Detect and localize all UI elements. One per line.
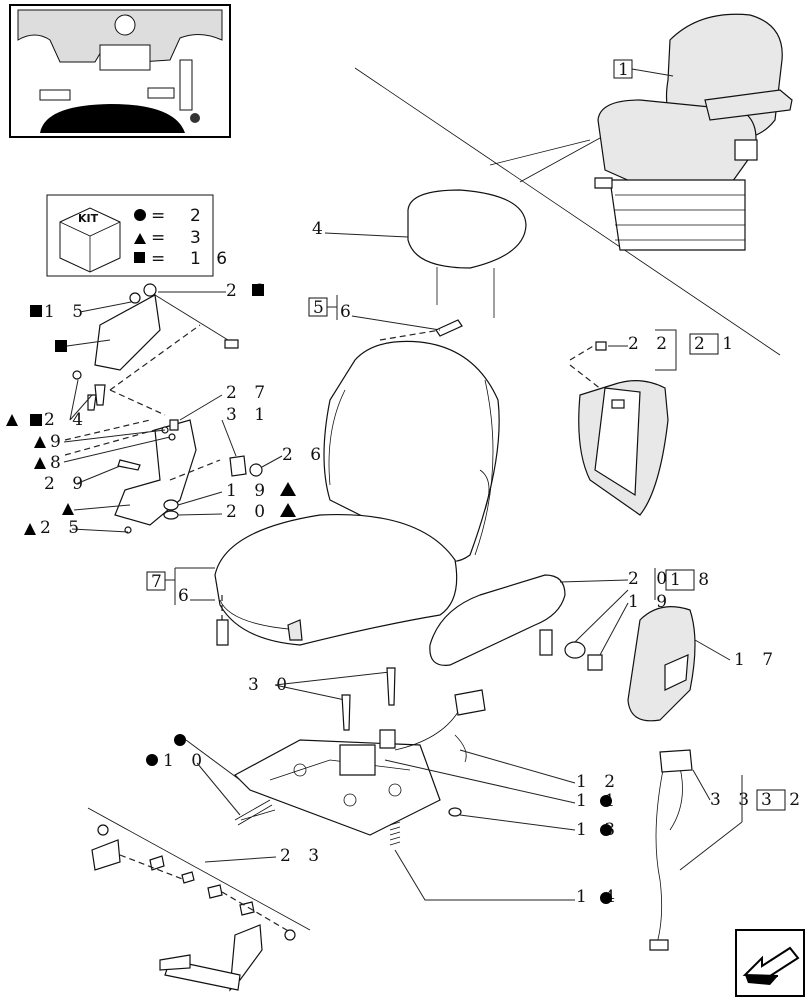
label-20-top: 2 0 [226,502,271,522]
location-thumbnail [9,4,231,138]
kit-eq-3: = [151,249,170,269]
label-14: 1 4 [576,887,621,907]
label-9: 9 [50,432,67,452]
label-28: 2 8 [226,281,271,301]
label-18: 1 8 [670,570,715,590]
kit-title: KIT [78,212,99,225]
label-10: 1 0 [163,751,208,771]
label-33: 3 3 [710,790,755,810]
circle-symbol-icon [134,209,146,221]
label-1: 1 [618,60,635,80]
headrest [407,189,527,318]
kit-eq-1: = [151,206,170,226]
label-11: 1 1 [576,791,621,811]
armrest [429,574,603,671]
backrest [323,340,500,562]
base-plate [234,729,441,836]
label-7: 7 [151,572,168,592]
label-26: 2 6 [282,445,327,465]
label-6-bottom: 6 [178,586,195,606]
label-32: 3 2 [761,790,806,810]
label-29: 2 9 [44,474,89,494]
label-27: 2 7 [226,383,271,403]
kit-legend: KIT = 2 = 3 = 1 6 [46,194,232,277]
seat-belt [87,807,311,992]
label-8: 8 [50,453,67,473]
kit-value-triangle: 3 [190,228,206,248]
label-20-right: 2 0 [628,569,673,589]
label-21: 2 1 [694,334,739,354]
label-19-right: 1 9 [628,592,673,612]
kit-eq-2: = [151,228,170,248]
kit-value-square: 1 6 [190,249,232,269]
label-19-top: 1 9 [226,481,271,501]
triangle-symbol-icon [134,233,146,244]
label-22: 2 2 [628,334,673,354]
label-6-top: 6 [340,302,357,322]
label-30: 3 0 [248,675,293,695]
square-symbol-icon [134,252,145,263]
label-17: 1 7 [734,650,779,670]
label-15: 1 5 [44,302,89,322]
label-23: 2 3 [280,846,325,866]
left-bracket-assembly [64,283,239,534]
label-25: 2 5 [40,518,85,538]
label-13: 1 3 [576,820,621,840]
seat-cushion [214,513,458,646]
label-4: 4 [312,219,329,239]
arrow-back-icon[interactable] [735,929,805,997]
kit-value-circle: 2 [190,206,206,226]
label-12: 1 2 [576,772,621,792]
label-5: 5 [313,298,330,318]
label-31: 3 1 [226,405,271,425]
assembled-seat [354,13,793,356]
label-24: 2 4 [44,410,89,430]
